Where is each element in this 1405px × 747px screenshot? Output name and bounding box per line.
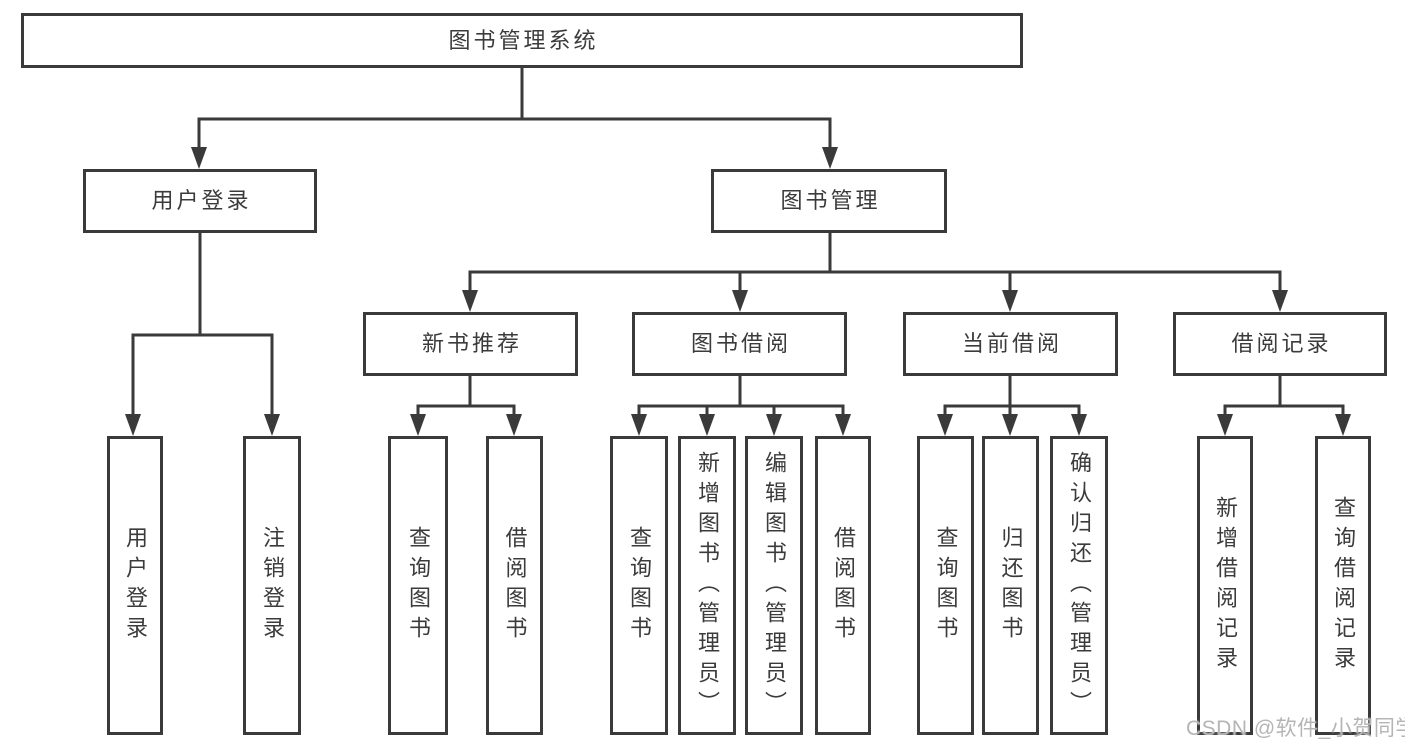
leaf-borrow-books-borrowing: 借阅图书	[815, 436, 871, 735]
arrow-down-icon	[1272, 290, 1288, 312]
node-user-login: 用户登录	[83, 169, 317, 233]
node-library-management-system: 图书管理系统	[21, 13, 1023, 68]
leaf-edit-books-admin: 编辑图书（管理员）	[745, 436, 803, 735]
arrow-down-icon	[506, 414, 522, 436]
arrow-down-icon	[937, 414, 953, 436]
arrow-down-icon	[835, 414, 851, 436]
csdn-watermark: CSDN @软件_小贺同学	[1186, 717, 1405, 740]
arrow-down-icon	[631, 414, 647, 436]
connector-borrowing-records-children	[1217, 376, 1351, 436]
node-book-management: 图书管理	[711, 169, 947, 233]
connector-user-login-children	[125, 233, 280, 436]
arrow-down-icon	[699, 414, 715, 436]
node-new-book-recommendation: 新书推荐	[363, 312, 578, 376]
leaf-user-login: 用户登录	[107, 436, 163, 735]
arrow-down-icon	[822, 147, 838, 169]
arrow-down-icon	[1002, 414, 1018, 436]
arrow-down-icon	[1002, 290, 1018, 312]
leaf-logout: 注销登录	[243, 436, 301, 735]
leaf-return-books: 归还图书	[982, 436, 1039, 735]
connector-root-to-level1	[191, 68, 838, 169]
connector-new-book-children	[410, 376, 522, 436]
arrow-down-icon	[766, 414, 782, 436]
leaf-add-books-admin: 新增图书（管理员）	[678, 436, 736, 735]
node-book-borrowing: 图书借阅	[632, 312, 847, 376]
leaf-confirm-return-admin: 确认归还（管理员）	[1050, 436, 1108, 735]
leaf-query-borrow-record: 查询借阅记录	[1315, 436, 1371, 735]
node-borrowing-records: 借阅记录	[1173, 312, 1387, 376]
leaf-add-borrow-record: 新增借阅记录	[1197, 436, 1253, 735]
arrow-down-icon	[1335, 414, 1351, 436]
arrow-down-icon	[125, 414, 141, 436]
arrow-down-icon	[1071, 414, 1087, 436]
arrow-down-icon	[1217, 414, 1233, 436]
connector-book-management-children	[462, 233, 1288, 312]
leaf-query-books-recommend: 查询图书	[388, 436, 448, 735]
arrow-down-icon	[410, 414, 426, 436]
leaf-query-books-current: 查询图书	[917, 436, 974, 735]
connector-book-borrowing-children	[631, 376, 851, 436]
arrow-down-icon	[462, 290, 478, 312]
leaf-borrow-books-recommend: 借阅图书	[486, 436, 543, 735]
arrow-down-icon	[264, 414, 280, 436]
arrow-down-icon	[732, 290, 748, 312]
arrow-down-icon	[191, 147, 207, 169]
node-current-borrowing: 当前借阅	[903, 312, 1118, 376]
connector-current-borrowing-children	[937, 376, 1087, 436]
leaf-query-books-borrowing: 查询图书	[610, 436, 668, 735]
